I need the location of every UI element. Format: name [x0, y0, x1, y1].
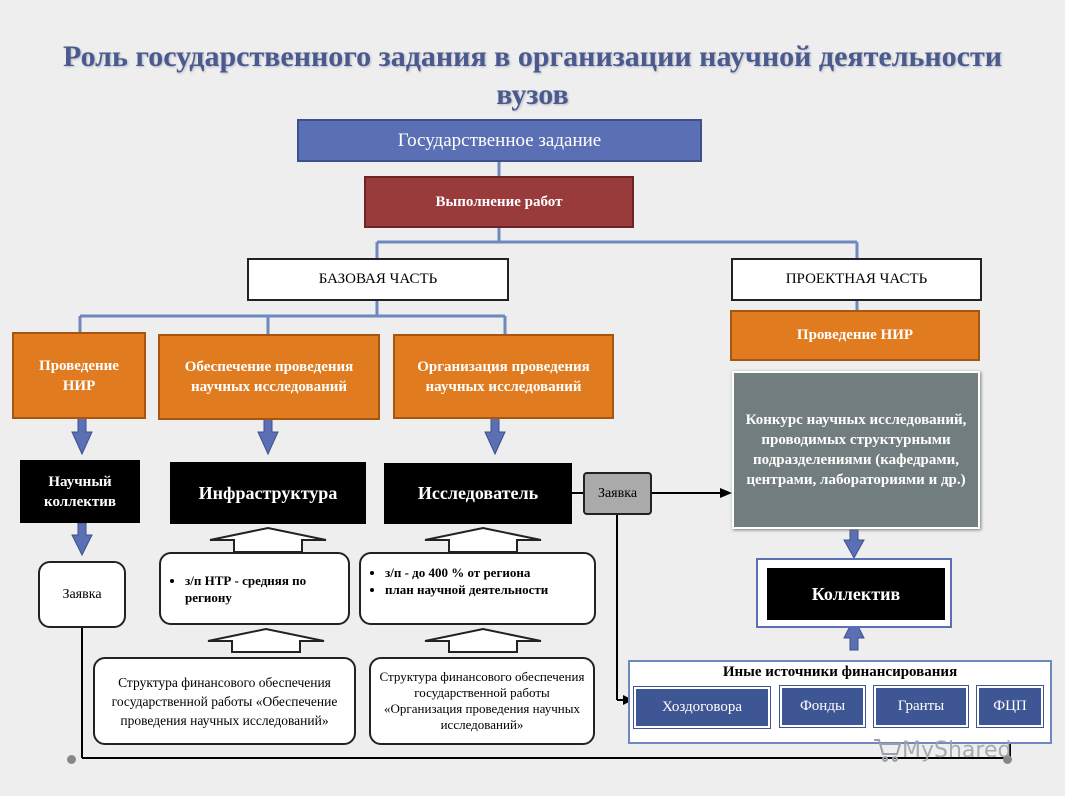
infrastruktura-box: Инфраструктура — [170, 462, 366, 524]
struktura-2-box: Структура финансового обеспечения госуда… — [369, 657, 595, 745]
decorative-dot — [1003, 755, 1012, 764]
nauchny-kollektiv-box: Научный коллектив — [20, 460, 140, 523]
organizatsiya-box: Организация проведения научных исследова… — [393, 334, 614, 419]
financing-item: ФЦП — [977, 686, 1043, 727]
cart-icon — [874, 739, 902, 762]
page-title: Роль государственного задания в организа… — [62, 40, 1003, 111]
financing-item: Хоздоговора — [634, 687, 770, 728]
zayavka-white-box: Заявка — [38, 561, 126, 628]
struktura-1-box: Структура финансового обеспечения госуда… — [93, 657, 356, 745]
konkurs-box: Конкурс научных исследований, проводимых… — [732, 371, 980, 529]
proektnaya-chast-box: ПРОЕКТНАЯ ЧАСТЬ — [731, 258, 982, 301]
financing-item: Фонды — [780, 686, 865, 727]
infra-bullets-box: з/п НТР - средняя по региону — [159, 552, 350, 625]
issl-bullet-1: з/п - до 400 % от региона — [385, 564, 586, 581]
bazovaya-chast-box: БАЗОВАЯ ЧАСТЬ — [247, 258, 509, 301]
watermark-text: MyShared — [902, 737, 1012, 763]
issl-bullets-box: з/п - до 400 % от региона план научной д… — [359, 552, 596, 625]
decorative-dot — [67, 755, 76, 764]
provedenie-nir-right-box: Проведение НИР — [730, 310, 980, 361]
kollektiv-box: Коллектив — [767, 568, 945, 620]
infra-bullet: з/п НТР - средняя по региону — [185, 572, 338, 606]
issledovatel-box: Исследователь — [384, 463, 572, 524]
issl-bullet-2: план научной деятельности — [385, 581, 586, 598]
provedenie-nir-left-box: Проведение НИР — [12, 332, 146, 419]
inye-istochniki-label: Иные источники финансирования — [722, 663, 958, 680]
financing-item: Гранты — [874, 686, 968, 727]
gos-zadanie-box: Государственное задание — [297, 119, 702, 162]
zayavka-gray-box: Заявка — [583, 472, 652, 515]
vypolnenie-rabot-box: Выполнение работ — [364, 176, 634, 228]
obespechenie-box: Обеспечение проведения научных исследова… — [158, 334, 380, 420]
watermark-logo: MyShared — [872, 734, 1022, 766]
